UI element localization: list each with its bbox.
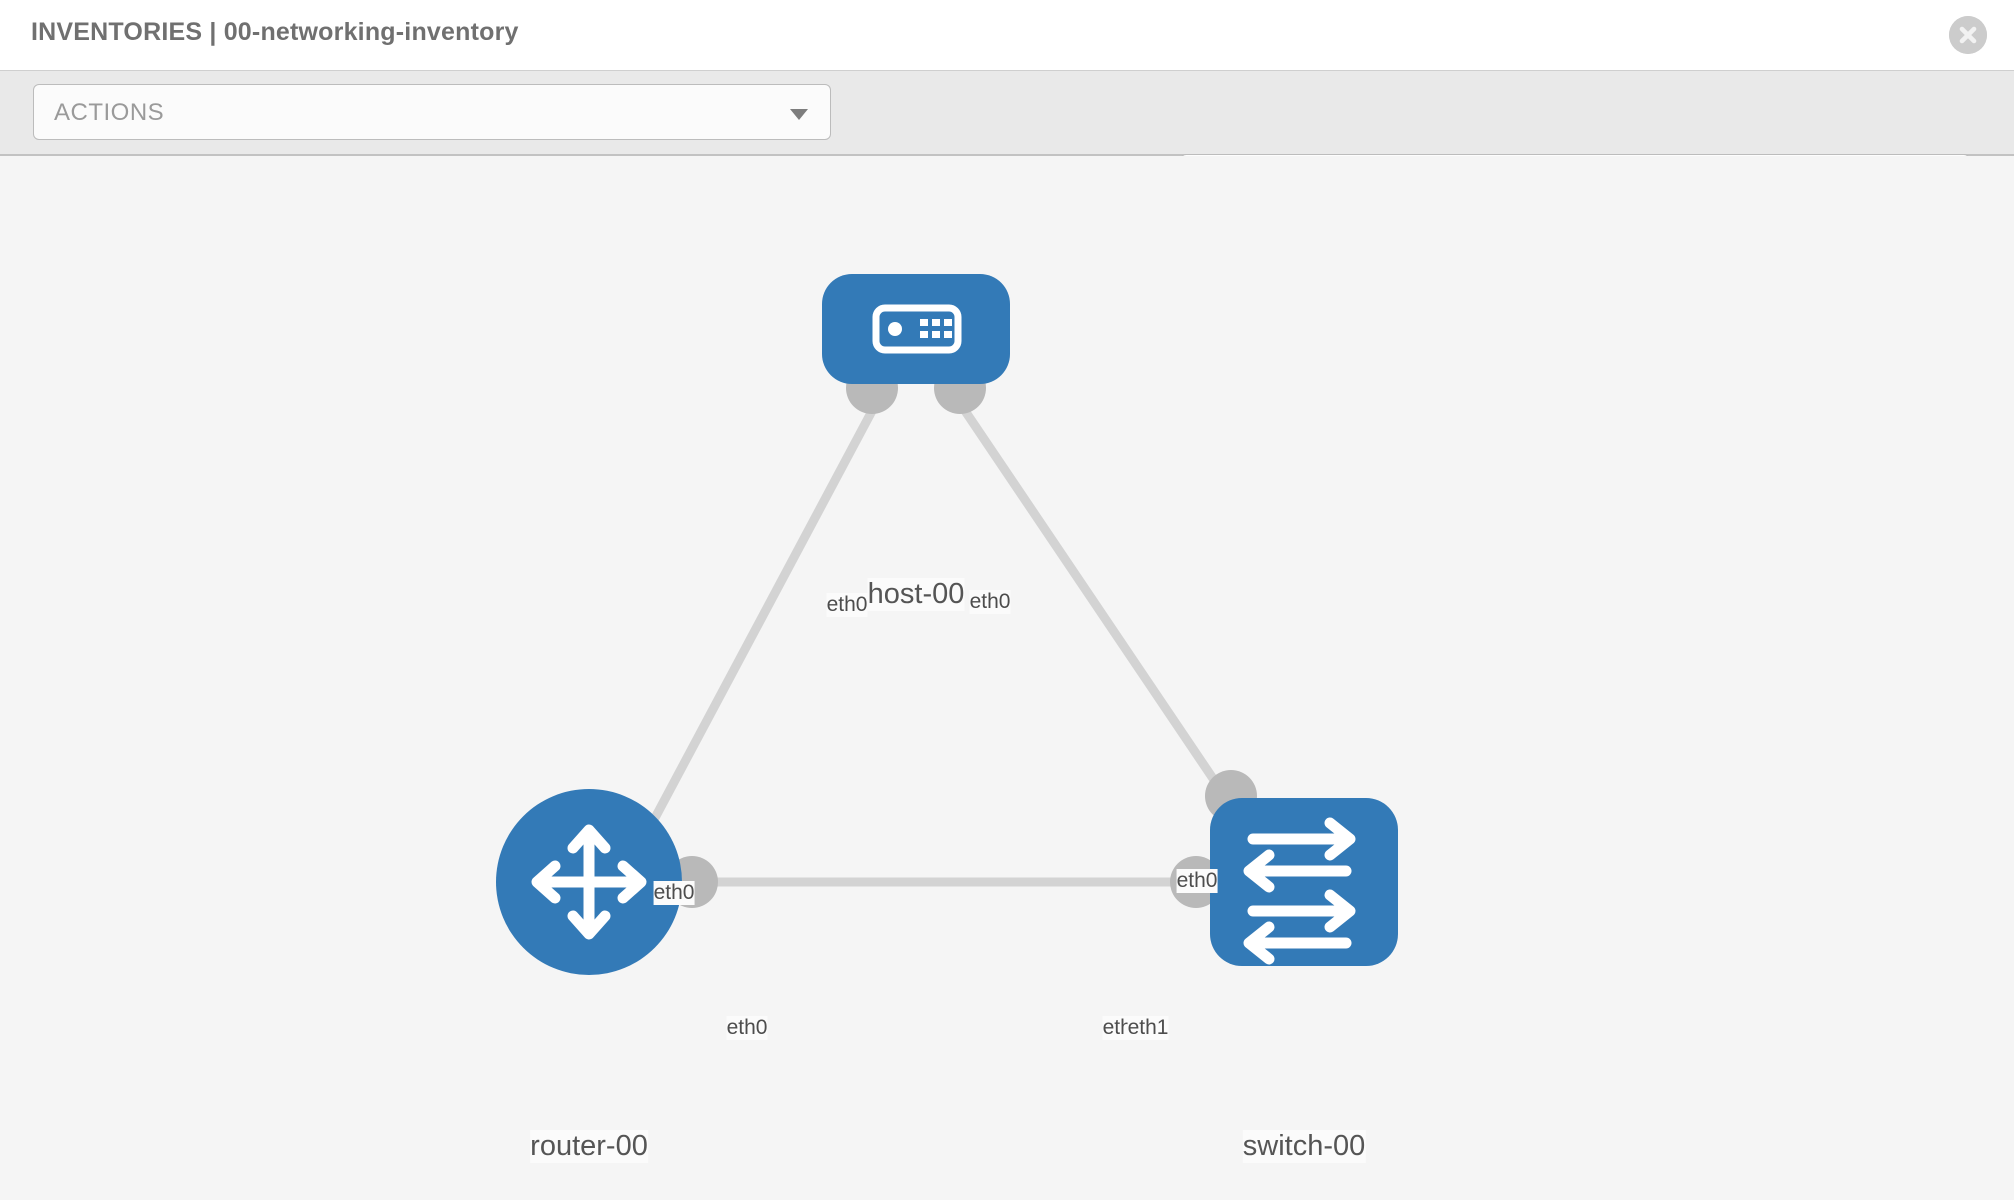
node-host-00[interactable]: [822, 274, 1010, 384]
link-host00-router00: [636, 393, 884, 849]
link-host00-switch00: [951, 393, 1249, 829]
topology-canvas[interactable]: eth0 eth0 eth0 eth0 eth0 eth0 eth1 host-…: [0, 156, 2014, 1200]
topology-graph: [496, 274, 1398, 975]
actions-dropdown[interactable]: ACTIONS: [33, 84, 831, 140]
chevron-down-icon: [790, 109, 808, 120]
close-icon[interactable]: [1949, 16, 1987, 54]
link-layer: [636, 393, 1249, 887]
server-icon: [872, 304, 962, 354]
router-arrows-icon: [531, 824, 647, 940]
toolbar: ACTIONS: [0, 70, 2014, 211]
page-header: INVENTORIES | 00-networking-inventory: [0, 0, 2014, 70]
actions-dropdown-label: ACTIONS: [54, 99, 165, 126]
node-switch-00[interactable]: [1210, 798, 1398, 966]
page-title: INVENTORIES | 00-networking-inventory: [31, 18, 519, 46]
switch-arrows-icon: [1243, 817, 1356, 965]
node-router-00[interactable]: [496, 789, 682, 975]
